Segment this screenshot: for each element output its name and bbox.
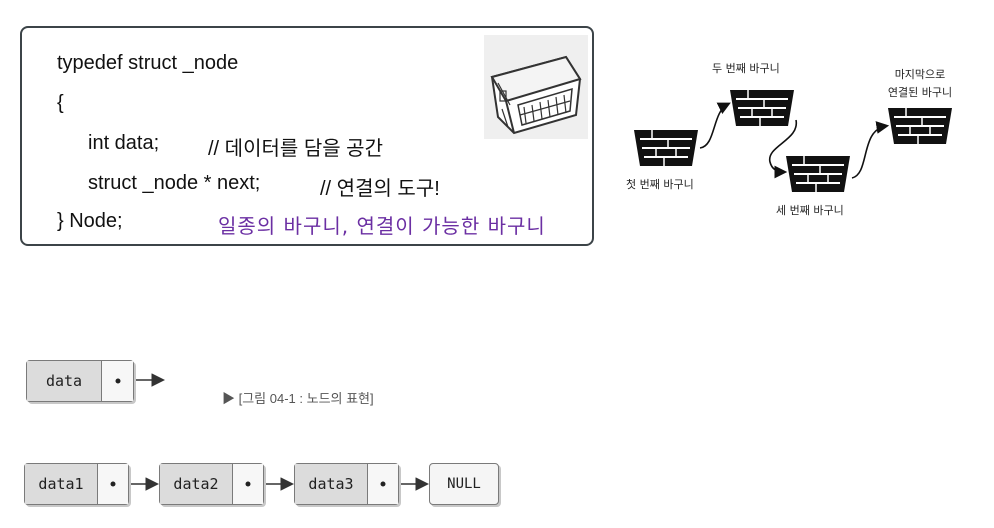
code-comment-data-space: // 데이터를 담을 공간 bbox=[208, 138, 383, 160]
basket-icon-second bbox=[730, 90, 794, 126]
code-line-open-brace: { bbox=[57, 92, 64, 114]
arrow-third-to-last bbox=[851, 121, 890, 179]
pointer-dot bbox=[115, 378, 120, 384]
list-node-1-data: data1 bbox=[25, 464, 98, 504]
list-node-1: data1 bbox=[24, 463, 129, 505]
figure-caption: ▶ [그림 04-1 : 노드의 표현] bbox=[222, 391, 374, 406]
code-line-next-pointer: struct _node * next; bbox=[88, 172, 261, 194]
handwritten-annotation: 일종의 바구니, 연결이 가능한 바구니 bbox=[218, 214, 546, 238]
code-box: typedef struct _node { int data; // 데이터를… bbox=[20, 26, 594, 246]
label-second-basket: 두 번째 바구니 bbox=[712, 62, 780, 75]
pointer-dot bbox=[380, 481, 386, 487]
code-line-int-data: int data; bbox=[88, 132, 160, 154]
null-terminal: NULL bbox=[429, 463, 499, 505]
code-comment-link-tool: // 연결의 도구! bbox=[320, 178, 440, 200]
list-node-2-data: data2 bbox=[160, 464, 233, 504]
list-node-3-data: data3 bbox=[295, 464, 368, 504]
list-node-3: data3 bbox=[294, 463, 399, 505]
basket-icon-first bbox=[634, 130, 698, 166]
single-node-pointer-cell bbox=[102, 361, 133, 401]
list-node-1-pointer bbox=[98, 464, 128, 504]
label-last-basket-line1: 마지막으로 bbox=[894, 68, 946, 81]
basket-icon-third bbox=[786, 156, 850, 192]
list-node-2: data2 bbox=[159, 463, 264, 505]
list-node-2-pointer bbox=[233, 464, 263, 504]
arrow-first-to-second bbox=[699, 102, 731, 149]
label-last-basket-line2: 연결된 바구니 bbox=[887, 86, 953, 99]
single-node-data-cell: data bbox=[27, 361, 102, 401]
pointer-dot bbox=[110, 481, 116, 487]
basket-icon-last bbox=[888, 108, 952, 144]
code-line-close-node: } Node; bbox=[57, 210, 123, 232]
pointer-dot bbox=[245, 481, 251, 487]
single-node: data bbox=[26, 360, 134, 402]
code-line-typedef: typedef struct _node bbox=[57, 52, 239, 74]
label-first-basket: 첫 번째 바구니 bbox=[626, 178, 694, 191]
basket-illustration bbox=[484, 35, 588, 139]
arrow-second-to-third bbox=[769, 119, 797, 179]
list-node-3-pointer bbox=[368, 464, 398, 504]
label-third-basket: 세 번째 바구니 bbox=[776, 204, 844, 217]
